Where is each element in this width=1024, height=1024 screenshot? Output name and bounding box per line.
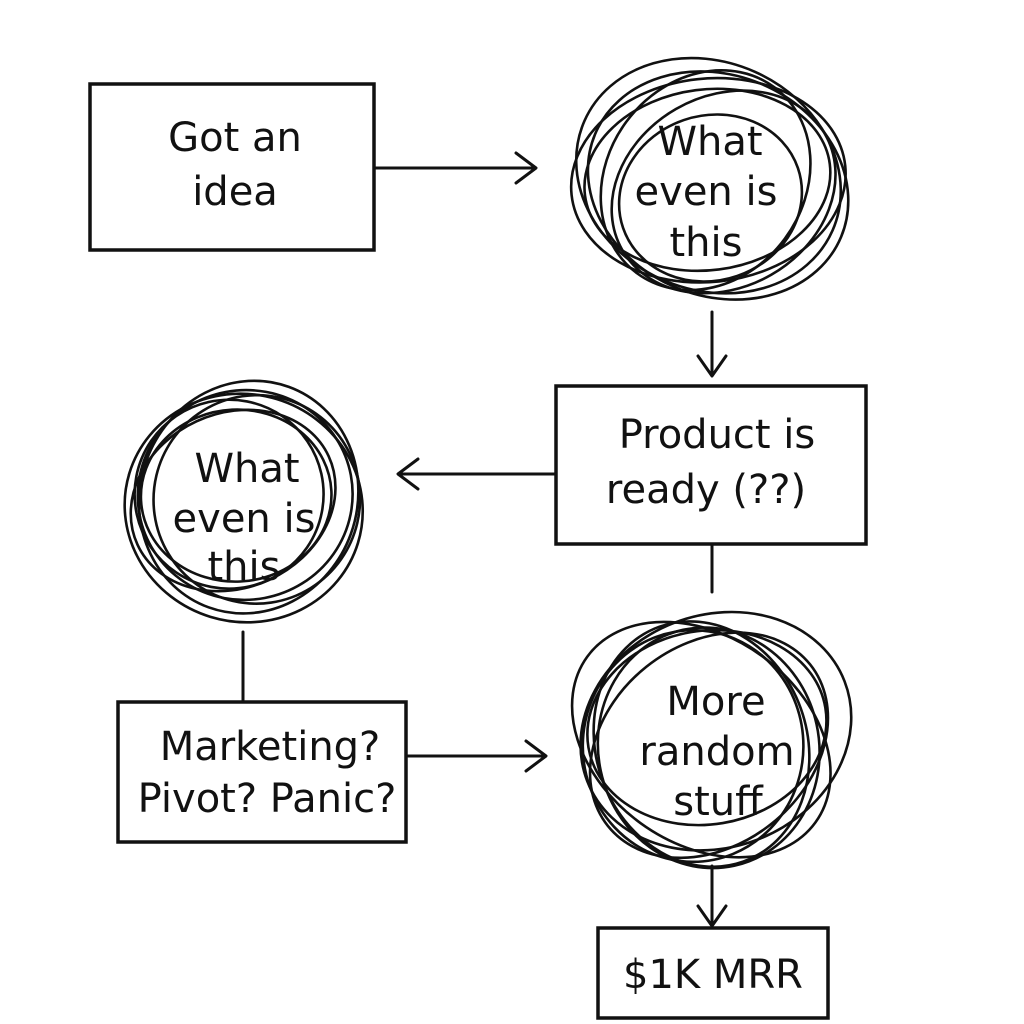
edge-got-idea-to-what-even-1 <box>372 151 538 185</box>
node-product-ready-line-1: Product is <box>619 412 816 458</box>
scribble-loop <box>569 76 847 284</box>
edge-product-ready-to-what-even-2 <box>396 457 558 491</box>
node-product-ready-line-2: ready (??) <box>606 467 806 513</box>
node-what-even-1-line-3: this <box>670 220 743 266</box>
scribble-loop <box>617 113 804 283</box>
scribble-loop <box>123 392 365 624</box>
edge-marketing-to-more-random <box>406 739 548 773</box>
scribble-loop <box>588 631 830 860</box>
connectors <box>241 151 728 928</box>
node-marketing: Marketing? Pivot? Panic? <box>116 700 408 844</box>
node-mrr-line-1: $1K MRR <box>623 952 803 998</box>
scribble-loop <box>133 398 325 590</box>
node-what-even-1-line-1: What <box>657 119 762 165</box>
node-got-idea-line-2: idea <box>192 169 278 215</box>
node-what-even-2-line-2: even is <box>173 496 316 542</box>
edge-more-random-to-mrr <box>696 864 728 928</box>
scribble-loop <box>139 408 333 583</box>
node-marketing-line-2: Pivot? Panic? <box>138 776 397 822</box>
node-got-idea: Got an idea <box>88 82 376 252</box>
node-what-even-2-line-3: this <box>208 544 281 590</box>
edge-what-even-1-to-product-ready <box>696 310 728 378</box>
node-mrr: $1K MRR <box>596 926 830 1020</box>
scribble-what-even-1 <box>569 56 850 301</box>
scribble-loop <box>137 379 360 615</box>
scribble-loop <box>152 393 362 605</box>
node-got-idea-line-1: Got an <box>168 115 302 161</box>
node-more-random: More random stuff <box>570 610 853 870</box>
scribble-loop <box>586 628 828 827</box>
scribble-loop <box>581 628 805 864</box>
node-what-even-1-line-2: even is <box>635 169 778 215</box>
node-more-random-line-2: random <box>639 729 794 775</box>
node-marketing-line-1: Marketing? <box>160 724 381 770</box>
scribble-more-random <box>570 610 853 870</box>
scribble-what-even-2 <box>123 379 365 624</box>
node-more-random-line-1: More <box>666 679 765 725</box>
node-more-random-line-3: stuff <box>673 779 764 825</box>
scribble-loop <box>599 69 812 292</box>
node-product-ready: Product is ready (??) <box>554 384 868 546</box>
node-what-even-1: What even is this <box>569 56 850 301</box>
scribble-loop <box>583 87 832 273</box>
node-what-even-2-line-1: What <box>194 446 299 492</box>
node-what-even-2: What even is this <box>123 379 365 624</box>
